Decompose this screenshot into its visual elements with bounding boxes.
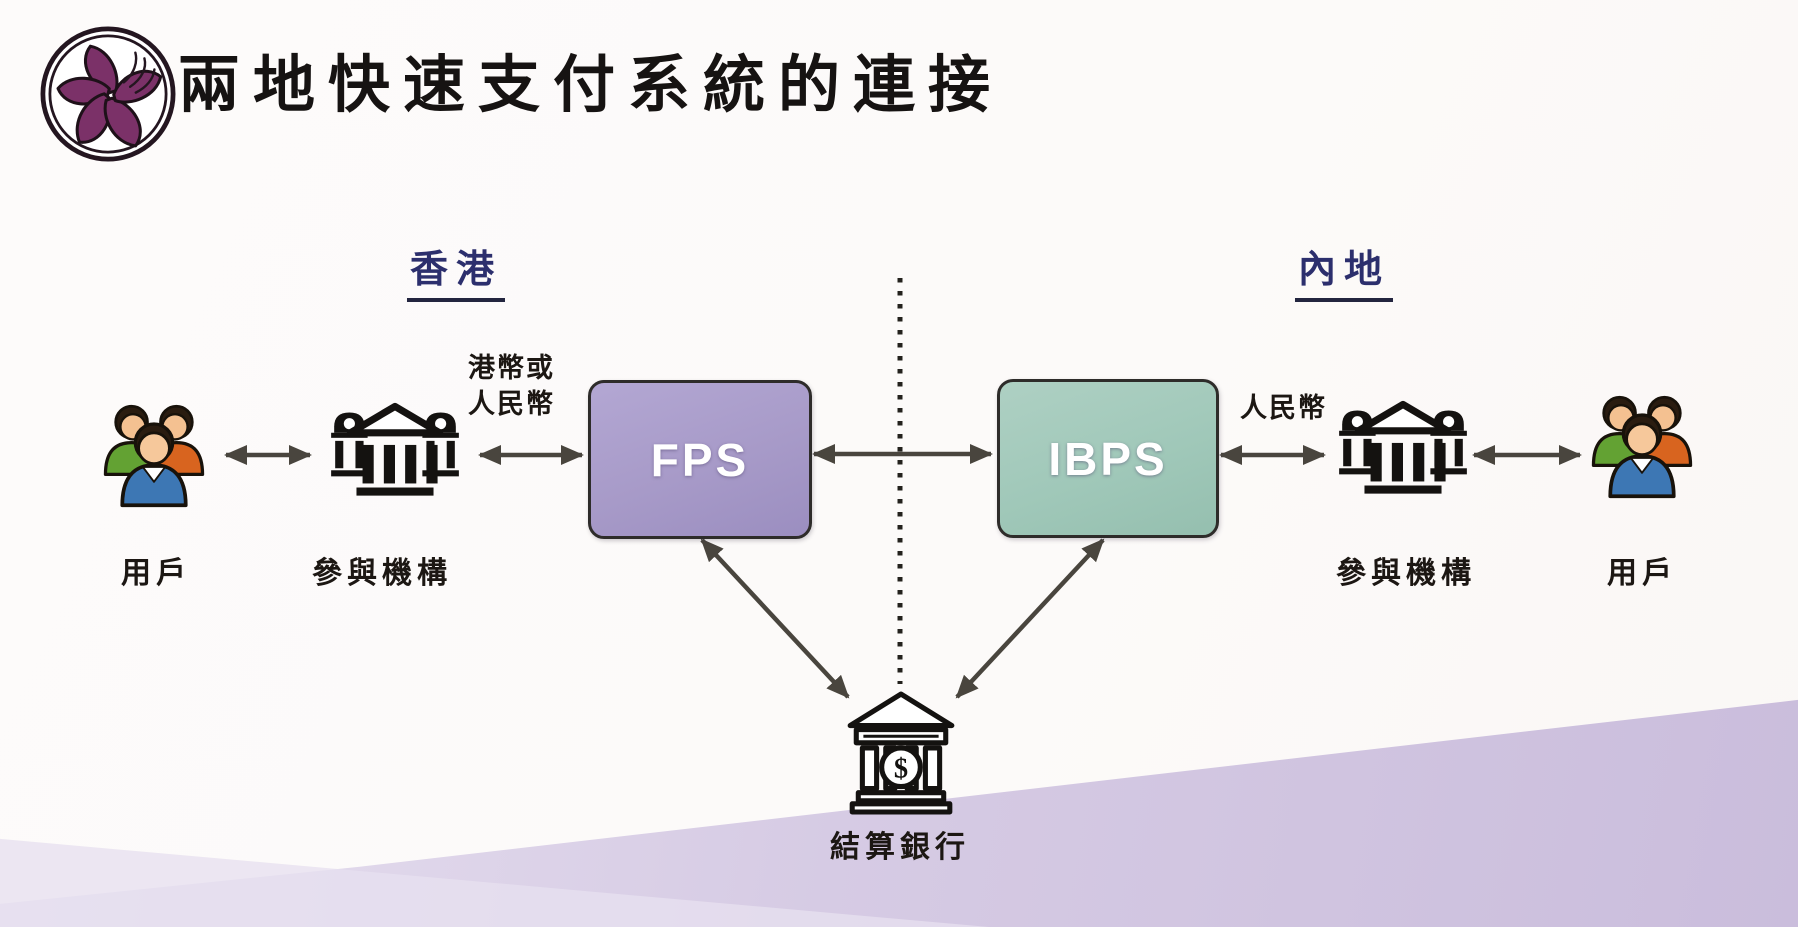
arrow-ibps-settlement xyxy=(955,538,1105,699)
page-title: 兩地快速支付系統的連接 xyxy=(178,52,1004,120)
settlement-bank-label: 結算銀行 xyxy=(830,831,970,864)
users-left-label: 用戶 xyxy=(121,557,191,590)
users-group-icon xyxy=(98,392,210,512)
currency-label-right: 人民幣 xyxy=(1240,393,1327,423)
participants-left-label: 參與機構 xyxy=(312,557,452,590)
ibps-system-box: IBPS xyxy=(997,379,1219,538)
fps-system-box: FPS xyxy=(588,380,812,539)
bank-group-icon xyxy=(322,396,468,504)
ibps-label: IBPS xyxy=(1048,432,1168,485)
users-group-icon xyxy=(1586,383,1698,503)
arrow-fps-settlement xyxy=(700,538,850,699)
currency-label-left: 港幣或 人民幣 xyxy=(468,350,555,423)
bank-group-icon xyxy=(1330,394,1476,502)
hkma-bauhinia-logo xyxy=(38,22,178,166)
region-label-hongkong: 香港 xyxy=(406,238,506,302)
settlement-bank-dollar-icon: $ xyxy=(840,688,962,816)
bauhinia-flower-icon xyxy=(40,26,176,162)
users-right-label: 用戶 xyxy=(1607,557,1677,590)
participants-right-label: 參與機構 xyxy=(1336,557,1476,590)
fps-label: FPS xyxy=(650,433,750,486)
currency-left-line2: 人民幣 xyxy=(468,389,555,420)
region-label-mainland: 內地 xyxy=(1294,238,1394,302)
dollar-symbol: $ xyxy=(894,753,908,784)
currency-left-line1: 港幣或 xyxy=(468,353,555,383)
